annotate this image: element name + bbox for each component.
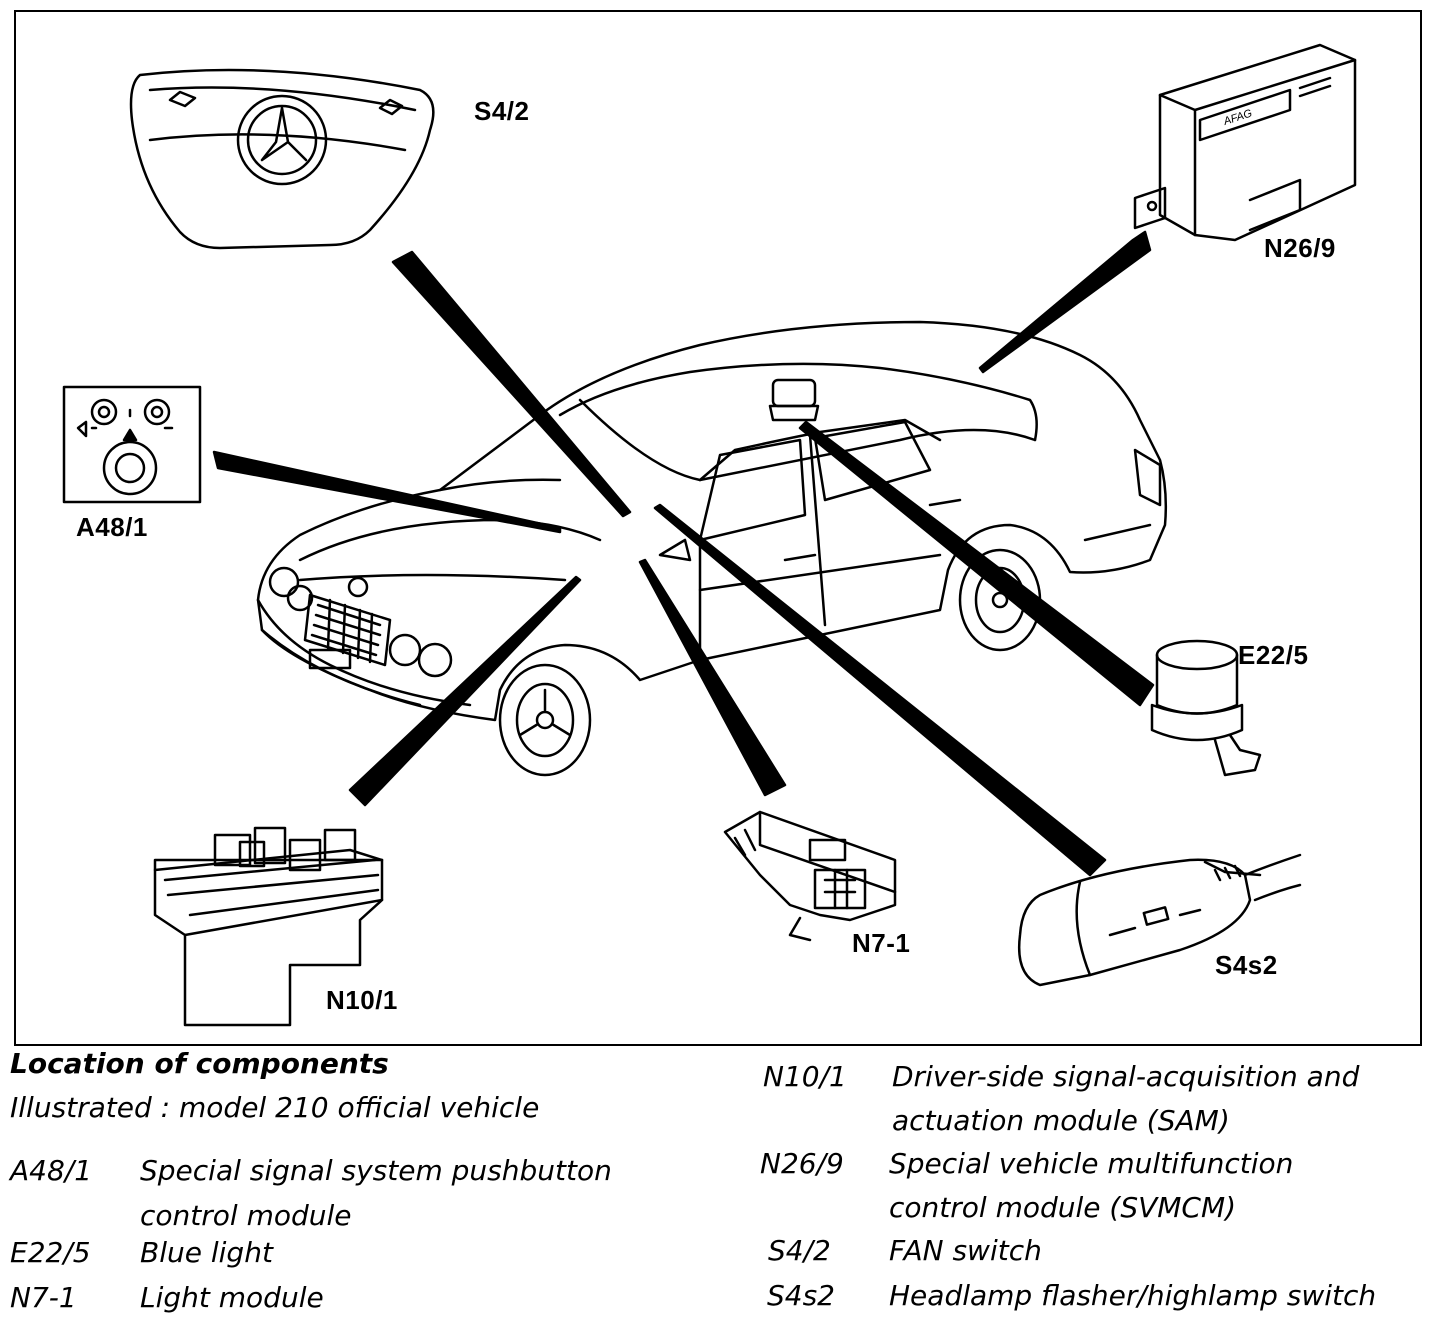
pushbutton-module-illustration (62, 385, 202, 504)
legend-desc: actuation module (SAM) (892, 1104, 1230, 1137)
legend-desc: Special vehicle multifunction (889, 1147, 1294, 1180)
diagram-frame (14, 10, 1422, 1046)
callout-s4-2: S4/2 (474, 96, 530, 126)
leader-n7-1 (638, 558, 787, 797)
leader-s4-2 (391, 250, 632, 518)
callout-n10-1: N10/1 (326, 985, 398, 1015)
svmcm-module-illustration (1133, 43, 1357, 242)
leader-n26-9 (978, 230, 1152, 374)
legend-desc: control module (SVMCM) (889, 1191, 1237, 1224)
legend-desc: FAN switch (889, 1234, 1042, 1267)
callout-e22-5: E22/5 (1238, 640, 1309, 670)
legend-desc: Driver-side signal-acquisition and (892, 1060, 1360, 1093)
combination-switch-illustration (1017, 853, 1302, 987)
callout-n26-9: N26/9 (1264, 233, 1336, 263)
legend-code: N26/9 (760, 1147, 844, 1180)
callout-n7-1: N7-1 (852, 928, 911, 958)
blue-light-illustration (1150, 639, 1262, 777)
legend-code: E22/5 (10, 1236, 91, 1269)
fan-switch-illustration (129, 68, 435, 250)
light-module-illustration (723, 810, 897, 942)
legend-desc: Headlamp flasher/highlamp switch (889, 1279, 1377, 1312)
caption-title: Location of components (10, 1047, 389, 1080)
leader-e22-5 (798, 420, 1155, 707)
legend-desc: Light module (140, 1281, 324, 1314)
callout-a48-1: A48/1 (76, 512, 148, 542)
legend-code: N10/1 (763, 1060, 847, 1093)
leader-lines (212, 230, 1155, 877)
legend-desc: Special signal system pushbutton (140, 1154, 612, 1187)
legend-desc: Blue light (140, 1236, 273, 1269)
callout-s4s2: S4s2 (1215, 950, 1278, 980)
legend-code: A48/1 (10, 1154, 93, 1187)
legend-code: S4s2 (767, 1279, 835, 1312)
legend-desc: control module (140, 1199, 352, 1232)
legend-code: N7-1 (10, 1281, 77, 1314)
component-location-diagram: AFAG (62, 43, 1357, 1027)
leader-s4s2 (653, 503, 1107, 877)
sam-module-illustration (153, 826, 384, 1027)
caption-subtitle: Illustrated : model 210 official vehicle (10, 1091, 540, 1124)
leader-n10-1 (348, 575, 582, 807)
legend-code: S4/2 (768, 1234, 831, 1267)
leader-a48-1 (212, 450, 562, 534)
